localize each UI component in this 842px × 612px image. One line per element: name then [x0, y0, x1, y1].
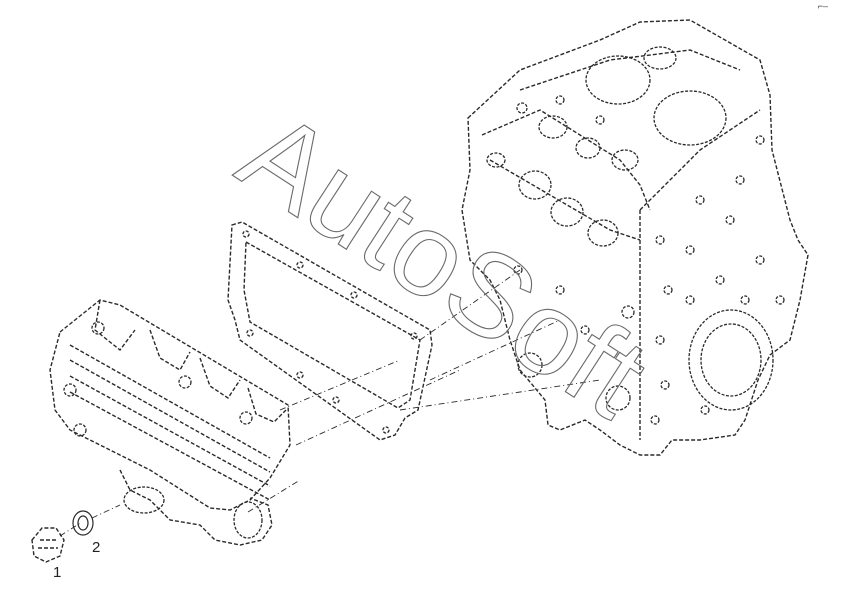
- corner-mark: ⌐–: [817, 1, 828, 11]
- assembly-lines: [59, 269, 601, 537]
- callout-1-label: 1: [53, 564, 61, 581]
- engine-block: [461, 19, 809, 456]
- callout-2-label: 2: [92, 539, 100, 556]
- oil-pan: [49, 299, 291, 546]
- drain-plug: [31, 527, 65, 563]
- sealing-washer: [72, 510, 94, 536]
